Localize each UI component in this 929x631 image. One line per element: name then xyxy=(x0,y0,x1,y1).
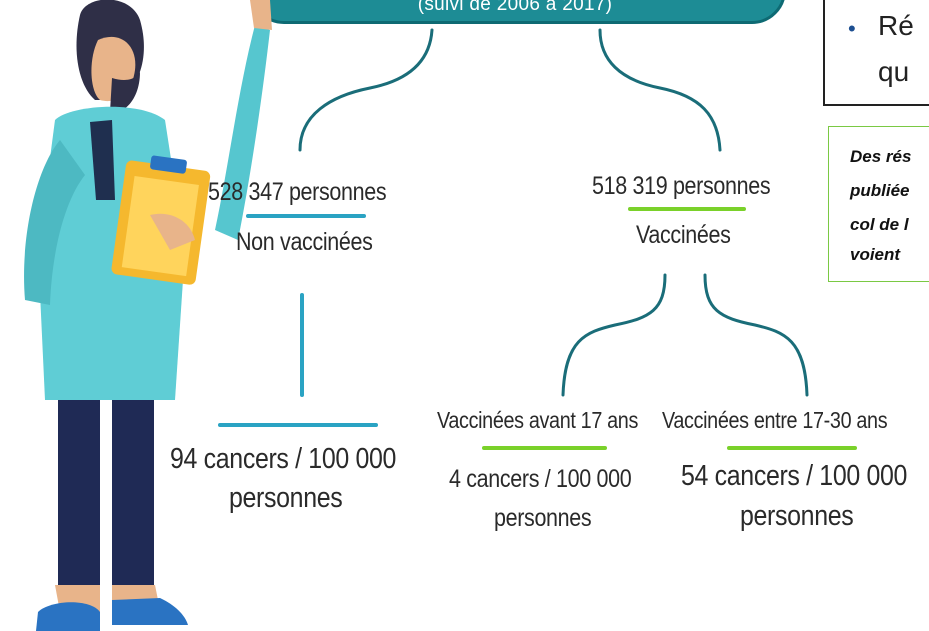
unvaccinated-rate-line-2: personnes xyxy=(229,482,343,514)
clipboard-clip-icon xyxy=(150,155,187,174)
connector-17-30 xyxy=(703,273,809,397)
between17-30-rate-line-1: 54 cancers / 100 000 xyxy=(681,460,908,492)
before17-label: Vaccinées avant 17 ans xyxy=(437,407,638,433)
note-line-3: col de l xyxy=(850,215,909,234)
between17-30-rule xyxy=(727,446,857,450)
raised-arm-icon xyxy=(215,25,270,240)
right-leg-icon xyxy=(112,400,154,590)
right-shoe-icon xyxy=(112,598,188,625)
between17-30-rate-line-2: personnes xyxy=(740,500,854,532)
left-shoe-icon xyxy=(36,602,100,631)
unvaccinated-rate-line-1: 94 cancers / 100 000 xyxy=(170,443,397,475)
note-line-4: voient xyxy=(850,245,901,264)
connector-right-top xyxy=(598,28,722,152)
note-line-2: publiée xyxy=(850,181,910,200)
note-box xyxy=(828,126,929,282)
note-line-1: Des rés xyxy=(850,147,912,166)
between17-30-label: Vaccinées entre 17-30 ans xyxy=(662,407,888,433)
bullet-icon: • xyxy=(848,16,856,41)
vaccinated-count: 518 319 personnes xyxy=(592,172,771,200)
unvaccinated-result-rule xyxy=(218,423,378,427)
unvaccinated-label: Non vaccinées xyxy=(236,228,373,256)
before17-rate-line-1: 4 cancers / 100 000 xyxy=(449,465,632,493)
holding-hand-icon xyxy=(150,213,195,250)
banner-text: (suivi de 2006 à 2017) xyxy=(417,0,613,15)
left-arm-icon xyxy=(24,140,85,305)
left-leg-icon xyxy=(58,400,100,590)
study-banner xyxy=(250,0,786,24)
doctor-illustration xyxy=(24,0,272,631)
connector-before17 xyxy=(561,273,667,397)
summary-line-2: qu xyxy=(878,56,910,87)
hand-icon xyxy=(250,0,272,30)
shirt-icon xyxy=(90,120,115,200)
vaccinated-rule xyxy=(628,207,746,211)
summary-box xyxy=(823,0,929,106)
unvaccinated-count: 528 347 personnes xyxy=(208,178,387,206)
vaccinated-label: Vaccinées xyxy=(636,221,731,249)
summary-line-1: Ré xyxy=(878,10,914,41)
before17-rule xyxy=(482,446,607,450)
before17-rate-line-2: personnes xyxy=(494,504,592,532)
unvaccinated-rule xyxy=(246,214,366,218)
beard-icon xyxy=(110,72,140,113)
connector-left-top xyxy=(298,28,434,152)
